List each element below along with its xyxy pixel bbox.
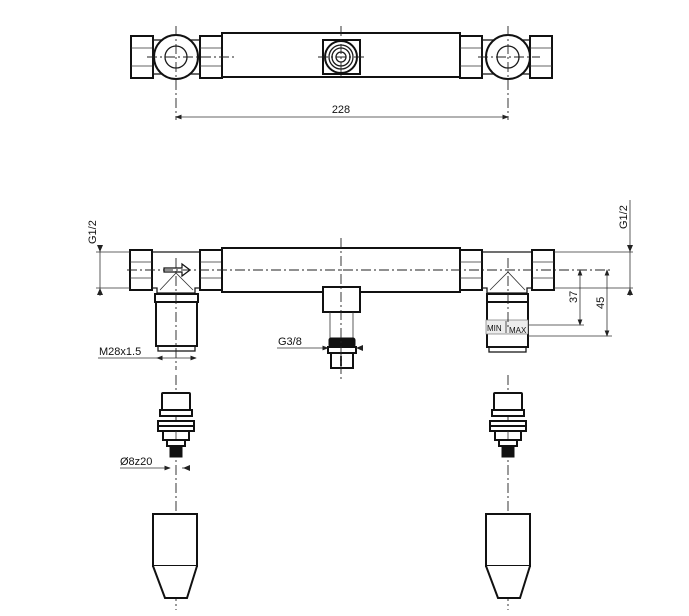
dimension-228-label: 228 (332, 104, 350, 116)
outlet-thread-label: G3/8 (278, 336, 302, 348)
left-spindle: Ø8z20 (120, 375, 195, 610)
front-outlet-housing (322, 286, 361, 313)
left-inlet-thread-label: G1/2 (87, 220, 99, 244)
front-left-cartridge (155, 301, 198, 347)
dimension-45-label: 45 (595, 297, 607, 309)
min-label: MIN (487, 324, 502, 333)
max-label: MAX (509, 326, 527, 335)
right-handle (485, 513, 531, 599)
top-view: 228 (130, 26, 553, 120)
right-inlet-thread-label: G1/2 (618, 205, 630, 229)
dimension-37-label: 37 (568, 291, 580, 303)
cartridge-thread-label: M28x1.5 (99, 346, 141, 358)
right-spindle (489, 375, 527, 610)
outlet-nut-black (328, 337, 356, 348)
left-handle (152, 513, 198, 599)
spindle-diameter-label: Ø8z20 (120, 456, 152, 468)
min-max-marker (485, 319, 529, 335)
top-right-outer-nut (529, 35, 553, 79)
front-view: MIN MAX G1/2 G1/2 37 45 M28x1. (87, 200, 633, 380)
